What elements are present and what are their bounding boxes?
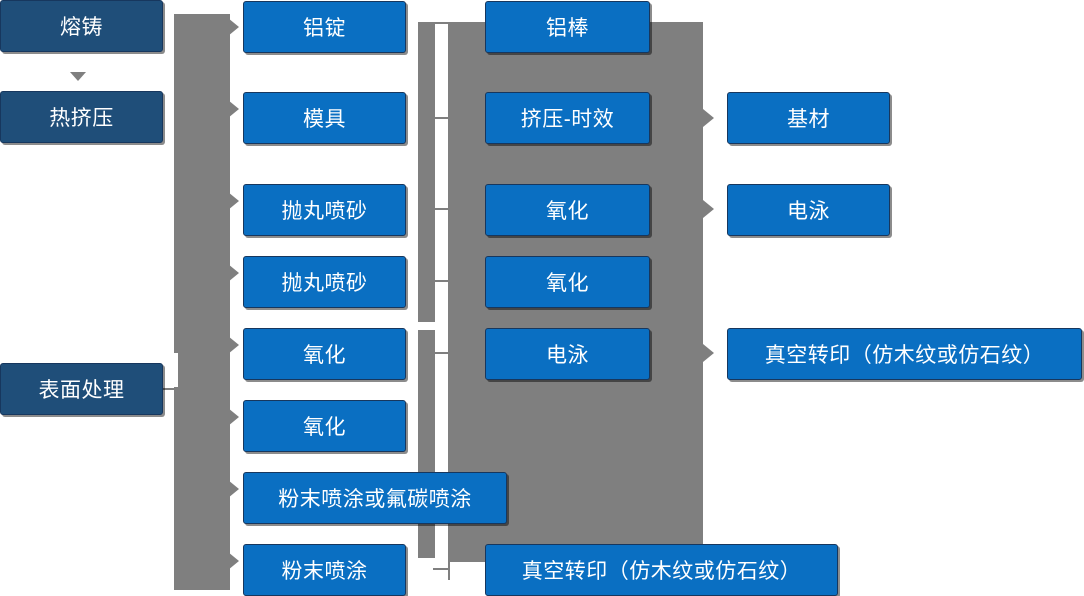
left-arrow-4-icon (228, 264, 239, 282)
process-box-electrophoresis[interactable]: 电泳 (485, 328, 650, 380)
left-arrow-3-icon (228, 192, 239, 210)
input-box-mold[interactable]: 模具 (243, 92, 406, 144)
left-arrow-2-icon (228, 100, 239, 118)
process-box-oxidation-2[interactable]: 氧化 (485, 256, 650, 308)
input-box-shot-blasting-2[interactable]: 抛丸喷砂 (243, 256, 406, 308)
middle-tick-1 (433, 22, 450, 24)
stage-box-surface-treatment[interactable]: 表面处理 (0, 363, 163, 415)
output-box-base-material[interactable]: 基材 (727, 92, 890, 144)
process-box-extrusion-aging[interactable]: 挤压-时效 (485, 92, 650, 144)
stage-box-hot-extrusion[interactable]: 热挤压 (0, 91, 163, 143)
left-arrow-5-icon (228, 336, 239, 354)
middle-tick-6 (433, 568, 450, 570)
middle-tick-2 (433, 117, 450, 119)
left-arrow-6-icon (228, 408, 239, 426)
output-box-electrophoresis[interactable]: 电泳 (727, 184, 890, 236)
left-arrow-7-icon (228, 480, 239, 498)
middle-tick-4 (433, 280, 450, 282)
surface-treat-stub (163, 388, 177, 390)
input-box-oxidation-1[interactable]: 氧化 (243, 328, 406, 380)
input-box-powder-coating[interactable]: 粉末喷涂 (243, 544, 406, 596)
process-box-vacuum-transfer[interactable]: 真空转印（仿木纹或仿石纹） (485, 544, 838, 596)
stage-to-input-connector-bar (174, 14, 230, 590)
middle-narrow-bar-upper (418, 22, 435, 322)
middle-tick-3 (433, 208, 450, 210)
input-box-aluminum-ingot[interactable]: 铝锭 (243, 1, 406, 53)
process-box-oxidation-1[interactable]: 氧化 (485, 184, 650, 236)
right-arrow-1-icon (703, 109, 714, 127)
input-box-oxidation-2[interactable]: 氧化 (243, 400, 406, 452)
right-arrow-3-icon (703, 344, 714, 362)
input-box-shot-blasting-1[interactable]: 抛丸喷砂 (243, 184, 406, 236)
left-arrow-8-icon (228, 552, 239, 570)
output-box-vacuum-transfer[interactable]: 真空转印（仿木纹或仿石纹） (727, 328, 1082, 380)
right-arrow-2-icon (703, 200, 714, 218)
process-box-aluminum-bar[interactable]: 铝棒 (485, 1, 650, 53)
stage-down-arrow-icon (70, 72, 86, 81)
left-bar-notch (160, 353, 178, 387)
input-box-powder-or-fluorocarbon[interactable]: 粉末喷涂或氟碳喷涂 (243, 472, 507, 524)
left-arrow-1-icon (228, 18, 239, 36)
stage-box-melt-cast[interactable]: 熔铸 (0, 0, 163, 52)
middle-tick-5 (433, 352, 450, 354)
